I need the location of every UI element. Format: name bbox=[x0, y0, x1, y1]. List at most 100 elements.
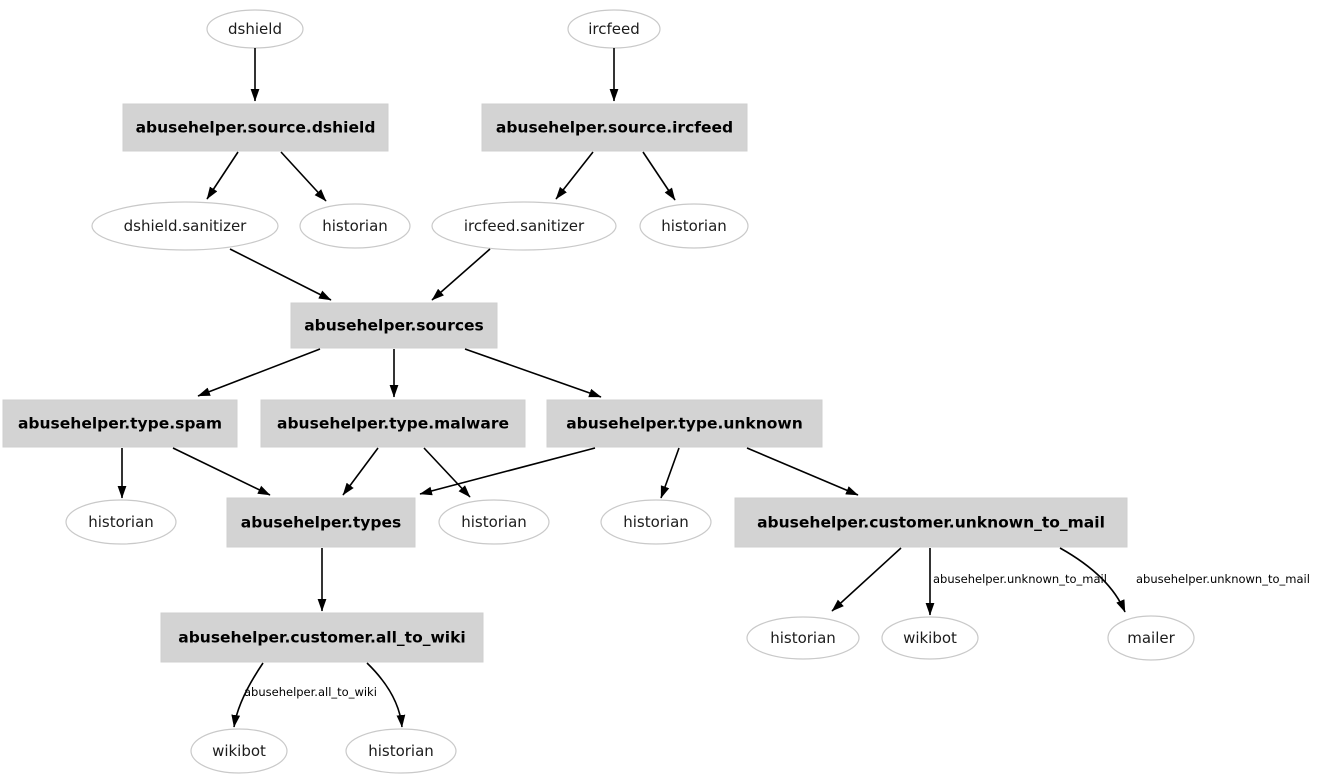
edge-arrow bbox=[342, 447, 379, 496]
node-label: dshield bbox=[228, 20, 282, 38]
edge-type-malware-to-historian-4 bbox=[423, 447, 471, 498]
node-ircfeed-sanitizer: ircfeed.sanitizer bbox=[431, 201, 617, 251]
node-label: historian bbox=[322, 217, 388, 235]
node-label: wikibot bbox=[903, 629, 957, 647]
node-ellipse-shape bbox=[746, 616, 860, 660]
node-box-shape bbox=[481, 103, 748, 152]
node-dshield: dshield bbox=[206, 9, 304, 49]
node-wikibot-1: wikibot bbox=[881, 616, 979, 660]
edge-source-ircfeed-to-historian-2 bbox=[642, 151, 676, 201]
nodes-layer: dshield ircfeed abusehelper.source.dshield… bbox=[2, 9, 1195, 774]
node-box-shape bbox=[260, 399, 526, 448]
node-label: historian bbox=[623, 513, 689, 531]
node-label: abusehelper.customer.all_to_wiki bbox=[178, 629, 466, 647]
node-historian-2: historian bbox=[639, 203, 749, 249]
edge-source-dshield-to-dshield-sanitizer bbox=[206, 151, 239, 200]
edge-customer-unknown-to-mail-to-mailer: abusehelper.unknown_to_mail bbox=[1059, 547, 1310, 613]
edge-arrow bbox=[229, 248, 332, 301]
edge-arrow bbox=[746, 447, 859, 496]
node-ellipse-shape bbox=[299, 203, 411, 249]
node-ellipse-shape bbox=[1107, 615, 1195, 661]
edge-arrow bbox=[231, 662, 264, 728]
node-label: historian bbox=[88, 513, 154, 531]
edge-arrow bbox=[172, 447, 271, 496]
node-ellipse-shape bbox=[431, 201, 617, 251]
node-customer-unknown-to-mail: abusehelper.customer.unknown_to_mail bbox=[734, 497, 1128, 548]
node-label: abusehelper.type.unknown bbox=[566, 415, 803, 433]
node-label: abusehelper.sources bbox=[304, 317, 484, 335]
node-ellipse-shape bbox=[345, 728, 457, 774]
node-box-shape bbox=[546, 399, 823, 448]
edge-arrow bbox=[206, 151, 239, 200]
node-label: historian bbox=[368, 742, 434, 760]
node-label: wikibot bbox=[212, 742, 266, 760]
node-historian-1: historian bbox=[299, 203, 411, 249]
node-mailer: mailer bbox=[1107, 615, 1195, 661]
edge-source-dshield-to-historian-1 bbox=[280, 151, 327, 202]
node-historian-6: historian bbox=[746, 616, 860, 660]
node-box-shape bbox=[122, 103, 389, 152]
node-source-dshield: abusehelper.source.dshield bbox=[122, 103, 389, 152]
node-label: abusehelper.types bbox=[241, 514, 401, 532]
edge-customer-all-to-wiki-to-wikibot-2: abusehelper.all_to_wiki bbox=[231, 662, 377, 728]
edge-type-unknown-to-historian-5 bbox=[660, 447, 680, 499]
node-historian-7: historian bbox=[345, 728, 457, 774]
edge-dshield-sanitizer-to-sources bbox=[229, 248, 332, 301]
node-box-shape bbox=[2, 399, 238, 448]
node-ircfeed: ircfeed bbox=[567, 9, 661, 49]
node-box-shape bbox=[734, 497, 1128, 548]
node-label: historian bbox=[461, 513, 527, 531]
node-ellipse-shape bbox=[881, 616, 979, 660]
node-ellipse-shape bbox=[438, 499, 550, 545]
node-label: ircfeed bbox=[588, 20, 640, 38]
node-box-shape bbox=[290, 302, 498, 349]
edge-arrow bbox=[419, 447, 596, 496]
node-label: ircfeed.sanitizer bbox=[464, 217, 585, 235]
edge-type-spam-to-types bbox=[172, 447, 271, 496]
edge-customer-all-to-wiki-to-historian-7 bbox=[366, 662, 406, 728]
node-label: dshield.sanitizer bbox=[124, 217, 248, 235]
edge-arrow bbox=[280, 151, 327, 202]
edge-arrow bbox=[660, 447, 680, 499]
edge-label: abusehelper.all_to_wiki bbox=[244, 685, 377, 699]
node-label: historian bbox=[770, 629, 836, 647]
edge-arrow bbox=[366, 662, 406, 728]
node-sources: abusehelper.sources bbox=[290, 302, 498, 349]
node-label: abusehelper.type.malware bbox=[277, 415, 509, 433]
edge-arrow bbox=[642, 151, 676, 201]
node-label: abusehelper.source.dshield bbox=[136, 119, 376, 137]
edge-source-ircfeed-to-ircfeed-sanitizer bbox=[555, 151, 594, 200]
node-source-ircfeed: abusehelper.source.ircfeed bbox=[481, 103, 748, 152]
edge-arrow bbox=[423, 447, 471, 498]
edge-arrow bbox=[1059, 547, 1126, 613]
node-types: abusehelper.types bbox=[226, 497, 416, 548]
edge-sources-to-type-spam bbox=[197, 348, 321, 397]
edge-type-unknown-to-types bbox=[419, 447, 596, 496]
node-wikibot-2: wikibot bbox=[190, 728, 288, 774]
edge-arrow bbox=[431, 248, 491, 301]
edge-ircfeed-sanitizer-to-sources bbox=[431, 248, 491, 301]
edges-layer: abusehelper.all_to_wiki abusehelper.unkno… bbox=[117, 48, 1310, 728]
edge-arrow bbox=[197, 348, 321, 397]
node-label: mailer bbox=[1127, 629, 1175, 647]
node-historian-5: historian bbox=[600, 499, 712, 545]
node-ellipse-shape bbox=[65, 499, 177, 545]
node-type-spam: abusehelper.type.spam bbox=[2, 399, 238, 448]
edge-arrow bbox=[464, 348, 602, 398]
node-ellipse-shape bbox=[190, 728, 288, 774]
node-historian-3: historian bbox=[65, 499, 177, 545]
node-ellipse-shape bbox=[600, 499, 712, 545]
node-type-malware: abusehelper.type.malware bbox=[260, 399, 526, 448]
node-label: abusehelper.type.spam bbox=[18, 415, 222, 433]
edge-label: abusehelper.unknown_to_mail bbox=[1136, 572, 1310, 586]
node-type-unknown: abusehelper.type.unknown bbox=[546, 399, 823, 448]
edge-customer-unknown-to-mail-to-historian-6 bbox=[831, 547, 902, 612]
node-box-shape bbox=[226, 497, 416, 548]
node-label: abusehelper.source.ircfeed bbox=[496, 119, 733, 137]
node-box-shape bbox=[160, 612, 484, 663]
edge-type-malware-to-types bbox=[342, 447, 379, 496]
edge-arrow bbox=[831, 547, 902, 612]
node-historian-4: historian bbox=[438, 499, 550, 545]
